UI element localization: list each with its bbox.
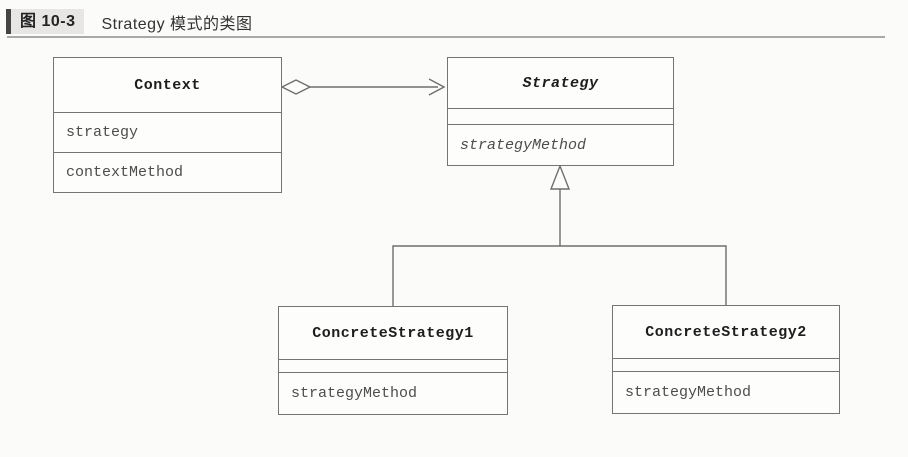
attribute-context-strategy: strategy xyxy=(54,112,281,152)
class-name-strategy: Strategy xyxy=(522,74,599,92)
class-box-context: Context strategy contextMethod xyxy=(53,57,282,193)
class-name-concrete-strategy-1: ConcreteStrategy1 xyxy=(312,324,474,342)
open-arrowhead xyxy=(428,78,446,96)
method-concrete1-strategymethod: strategyMethod xyxy=(279,372,507,414)
generalization-branch-lines xyxy=(392,245,727,306)
hollow-triangle-arrowhead xyxy=(549,164,571,190)
class-box-concrete-strategy-1: ConcreteStrategy1 strategyMethod xyxy=(278,306,508,415)
caption-accent-bar xyxy=(6,9,11,34)
method-context-contextmethod: contextMethod xyxy=(54,152,281,192)
generalization-connectors xyxy=(392,164,727,306)
attributes-compartment-concrete1-empty xyxy=(279,359,507,372)
figure-title: Strategy 模式的类图 xyxy=(101,15,253,33)
attributes-compartment-concrete2-empty xyxy=(613,358,839,371)
class-name-concrete-strategy-2: ConcreteStrategy2 xyxy=(645,323,807,341)
class-box-strategy: Strategy strategyMethod xyxy=(447,57,674,166)
aggregation-diamond xyxy=(280,79,312,95)
attributes-compartment-strategy-empty xyxy=(448,108,673,124)
figure-number: 图 10-3 xyxy=(11,9,85,34)
method-strategy-strategymethod: strategyMethod xyxy=(448,124,673,165)
aggregation-context-strategy xyxy=(280,78,446,96)
method-concrete2-strategymethod: strategyMethod xyxy=(613,371,839,413)
class-box-concrete-strategy-2: ConcreteStrategy2 strategyMethod xyxy=(612,305,840,414)
class-name-context: Context xyxy=(134,76,201,94)
figure-caption: 图 10-3 Strategy 模式的类图 xyxy=(6,9,253,34)
caption-divider xyxy=(7,36,885,38)
